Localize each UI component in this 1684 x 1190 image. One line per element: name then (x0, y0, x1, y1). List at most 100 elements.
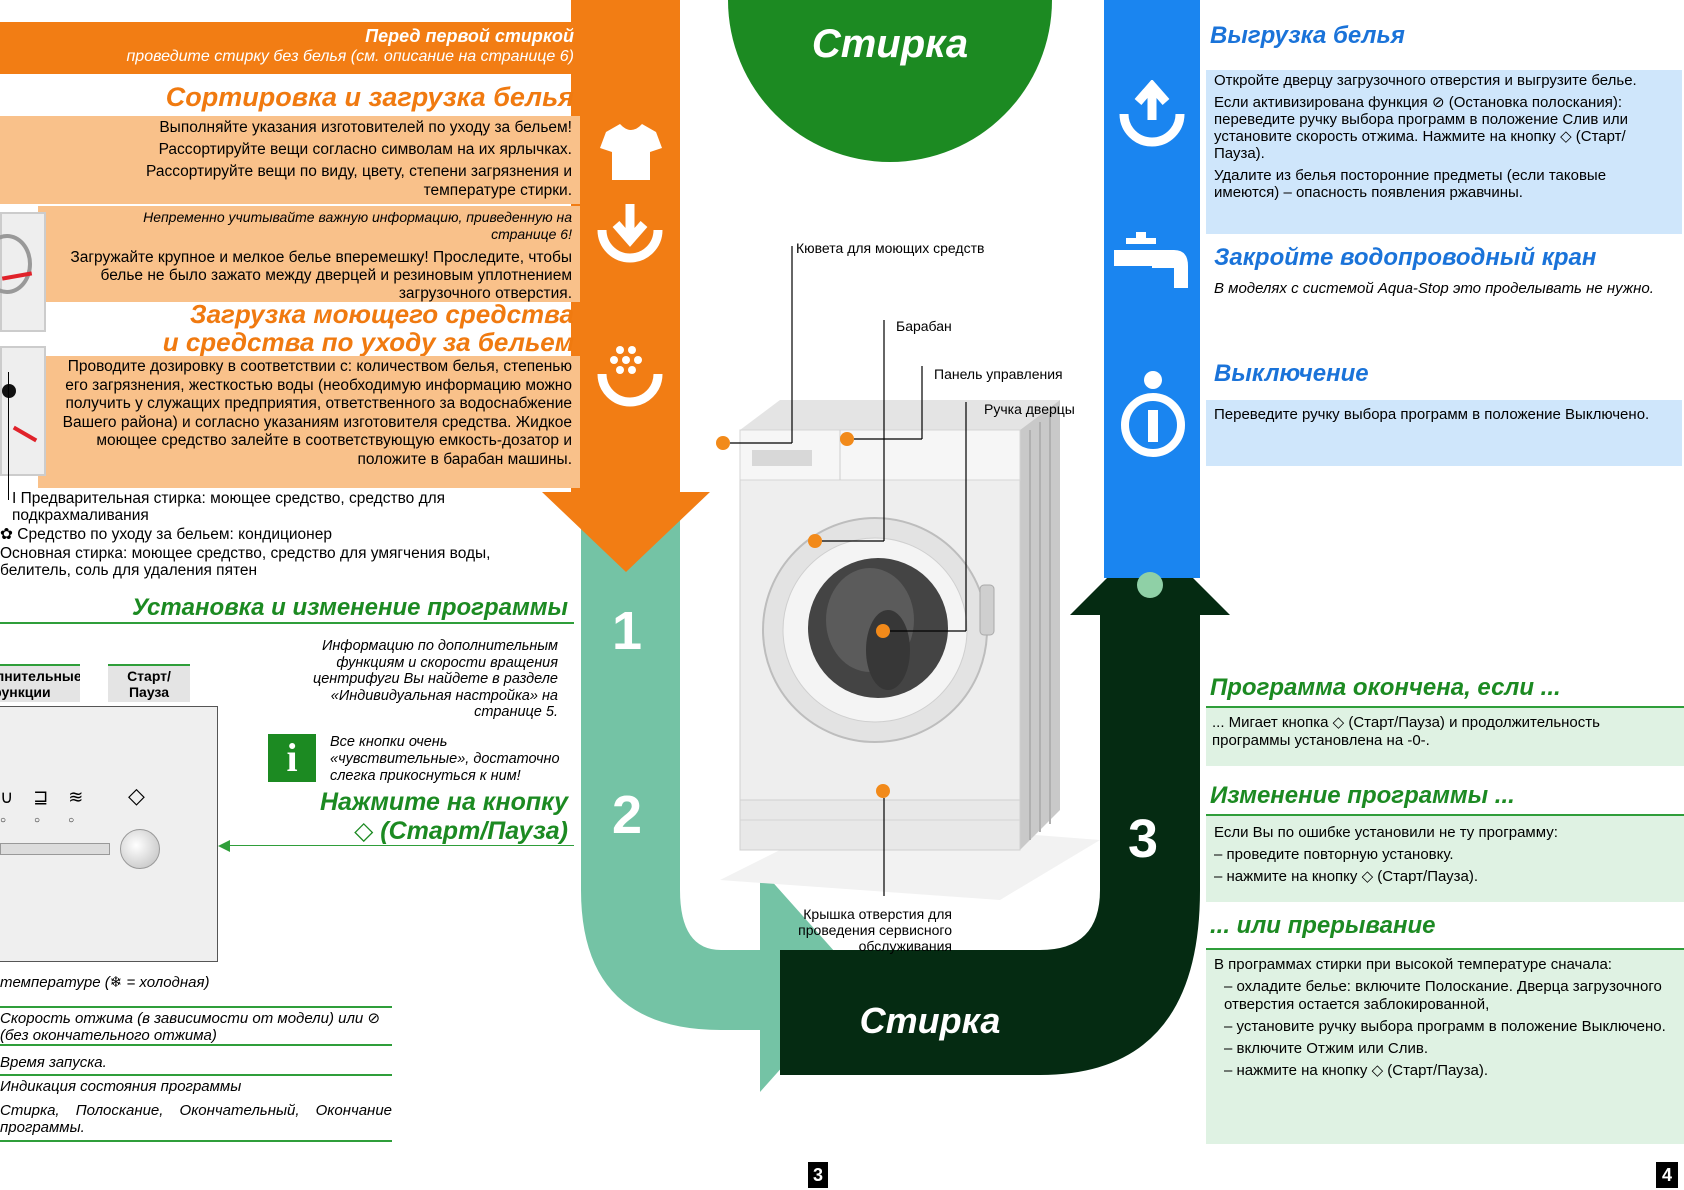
shirt-icon (598, 122, 664, 187)
before-text: проведите стирку без белья (см. описание… (126, 48, 574, 65)
label-door-handle: Ручка дверцы (984, 401, 1075, 417)
tap-text: В моделях с системой Aqua-Stop это проде… (1214, 280, 1654, 297)
load-box: Непременно учитывайте важную информацию,… (38, 206, 580, 302)
top-green-circle (728, 0, 1052, 162)
abort-item-3: – включите Отжим или Слив. (1224, 1040, 1428, 1057)
detergent-title-1: Загрузка моющего средства (189, 299, 574, 329)
abort-item-4: – нажмите на кнопку ◇ (Старт/Пауза). (1224, 1062, 1489, 1079)
off-box: Переведите ручку выбора программ в полож… (1206, 400, 1682, 466)
start-pause-icon: ◇ (128, 783, 145, 808)
note-status: Индикация состояния программы (0, 1078, 242, 1095)
note-temperature: температуре (❄ = холодная) (0, 974, 210, 991)
info-icon (1118, 370, 1188, 465)
change-item-1: – проведите повторную установку. (1214, 846, 1454, 863)
load-icon (596, 200, 664, 273)
change-box: Если Вы по ошибке установили не ту прогр… (1206, 816, 1684, 902)
start-pause-button[interactable] (120, 829, 160, 869)
start-pause-text: Старт/ Пауза (127, 668, 171, 700)
abort-title: ... или прерывание (1210, 912, 1436, 939)
dark-green-band (780, 535, 1230, 1075)
change-intro: Если Вы по ошибке установили не ту прогр… (1214, 824, 1558, 841)
unload-p1: Откройте дверцу загрузочного отверстия и… (1214, 72, 1637, 89)
done-text: ... Мигает кнопка ◇ (Старт/Пауза) и прод… (1212, 714, 1600, 749)
compartment-softener: ✿ Средство по уходу за бельем: кондицион… (0, 526, 332, 543)
note-text: Непременно учитывайте важную информацию,… (143, 209, 572, 242)
abort-rule (1206, 948, 1684, 950)
sensitive-text: Все кнопки очень «чувствительные», доста… (330, 734, 560, 784)
load-illustration (0, 212, 46, 332)
done-rule (1206, 706, 1684, 708)
note-start-time: Время запуска. (0, 1054, 107, 1071)
sort-line-2: Рассортируйте вещи согласно символам на … (158, 141, 572, 158)
marker-service (876, 784, 890, 798)
marker-drum (808, 534, 822, 548)
sort-box: Выполняйте указания изготовителей по ухо… (0, 116, 580, 204)
step-2: 2 (612, 785, 643, 845)
step-1: 1 (612, 601, 643, 661)
detergent-title-2: и средства по уходу за бельем (162, 327, 574, 357)
panel-arrow-head (218, 840, 230, 852)
bottom-title: Стирка (859, 1000, 1001, 1041)
extra-functions-text: Дополнительные функции (0, 668, 80, 700)
marker-handle (876, 624, 890, 638)
top-title: Стирка (811, 22, 969, 66)
panel-arrow-line (220, 845, 574, 846)
label-control-panel: Панель управления (934, 366, 1063, 382)
change-title: Изменение программы ... (1210, 782, 1515, 809)
program-title: Установка и изменение программы (131, 594, 568, 621)
label-drum: Барабан (896, 318, 952, 334)
program-info: Информацию по дополнительным функциям и … (312, 638, 558, 720)
detergent-text: Проводите дозировку в соответствии с: ко… (62, 358, 572, 468)
sort-line-3: Рассортируйте вещи по виду, цвету, степе… (146, 163, 572, 199)
note-phases: Стирка, Полоскание, Окончательный, Оконч… (0, 1102, 392, 1136)
compartment-main: Основная стирка: моющее средство, средст… (0, 545, 491, 579)
orange-arrow (542, 0, 710, 572)
off-title: Выключение (1214, 360, 1369, 387)
off-text: Переведите ручку выбора программ в полож… (1214, 406, 1650, 423)
compartment-prewash: I Предварительная стирка: моющее средств… (12, 490, 446, 524)
tap-title: Закройте водопроводный кран (1214, 244, 1597, 271)
label-service-cover: Крышка отверстия для проведения сервисно… (798, 906, 952, 954)
note-rule-1 (0, 1006, 392, 1008)
before-first-wash-box: Перед первой стиркой проведите стирку бе… (0, 22, 580, 74)
marker-panel (840, 432, 854, 446)
marker-drawer (716, 436, 730, 450)
sort-line-1: Выполняйте указания изготовителей по ухо… (159, 119, 572, 136)
unload-title: Выгрузка белья (1210, 22, 1405, 49)
abort-item-2: – установите ручку выбора программ в пол… (1224, 1018, 1666, 1035)
note-rule-4 (0, 1140, 392, 1142)
extra-functions-label: Дополнительные функции (0, 664, 80, 702)
sort-title: Сортировка и загрузка белья (165, 82, 574, 112)
unload-icon (1118, 79, 1186, 157)
detergent-icon (596, 340, 664, 413)
detergent-box: Проводите дозировку в соответствии с: ко… (38, 356, 580, 488)
done-box: ... Мигает кнопка ◇ (Старт/Пауза) и прод… (1206, 708, 1684, 766)
note-rule-3 (0, 1074, 392, 1076)
status-dot (1137, 572, 1163, 598)
change-rule (1206, 814, 1684, 816)
abort-intro: В программах стирки при высокой температ… (1214, 956, 1612, 973)
start-pause-label: Старт/ Пауза (108, 664, 190, 702)
note-rule-2 (0, 1044, 392, 1046)
drawer-illustration (0, 346, 46, 476)
slider-track[interactable] (0, 843, 110, 855)
mint-curve-band (581, 520, 860, 1092)
control-panel-panel: ∪⊒≋ ◇ ○○○ (0, 706, 218, 962)
abort-item-1: – охладите белье: включите Полоскание. Д… (1224, 978, 1662, 1013)
before-title: Перед первой стиркой (365, 26, 574, 46)
done-title: Программа окончена, если ... (1210, 674, 1561, 701)
unload-box: Откройте дверцу загрузочного отверстия и… (1206, 70, 1682, 234)
tap-icon (1112, 230, 1192, 301)
unload-p3: Удалите из белья посторонние предметы (е… (1214, 167, 1607, 201)
label-detergent-drawer: Кювета для моющих средств (796, 240, 985, 256)
abort-box: В программах стирки при высокой температ… (1206, 950, 1684, 1144)
page-number-left: 3 (808, 1162, 828, 1188)
change-item-2: – нажмите на кнопку ◇ (Старт/Пауза). (1214, 868, 1479, 885)
vertical-leader (8, 372, 9, 500)
step-3: 3 (1128, 809, 1159, 869)
info-badge-icon: i (268, 734, 316, 782)
washing-machine-illustration (720, 400, 1100, 900)
program-title-rule (0, 622, 574, 624)
